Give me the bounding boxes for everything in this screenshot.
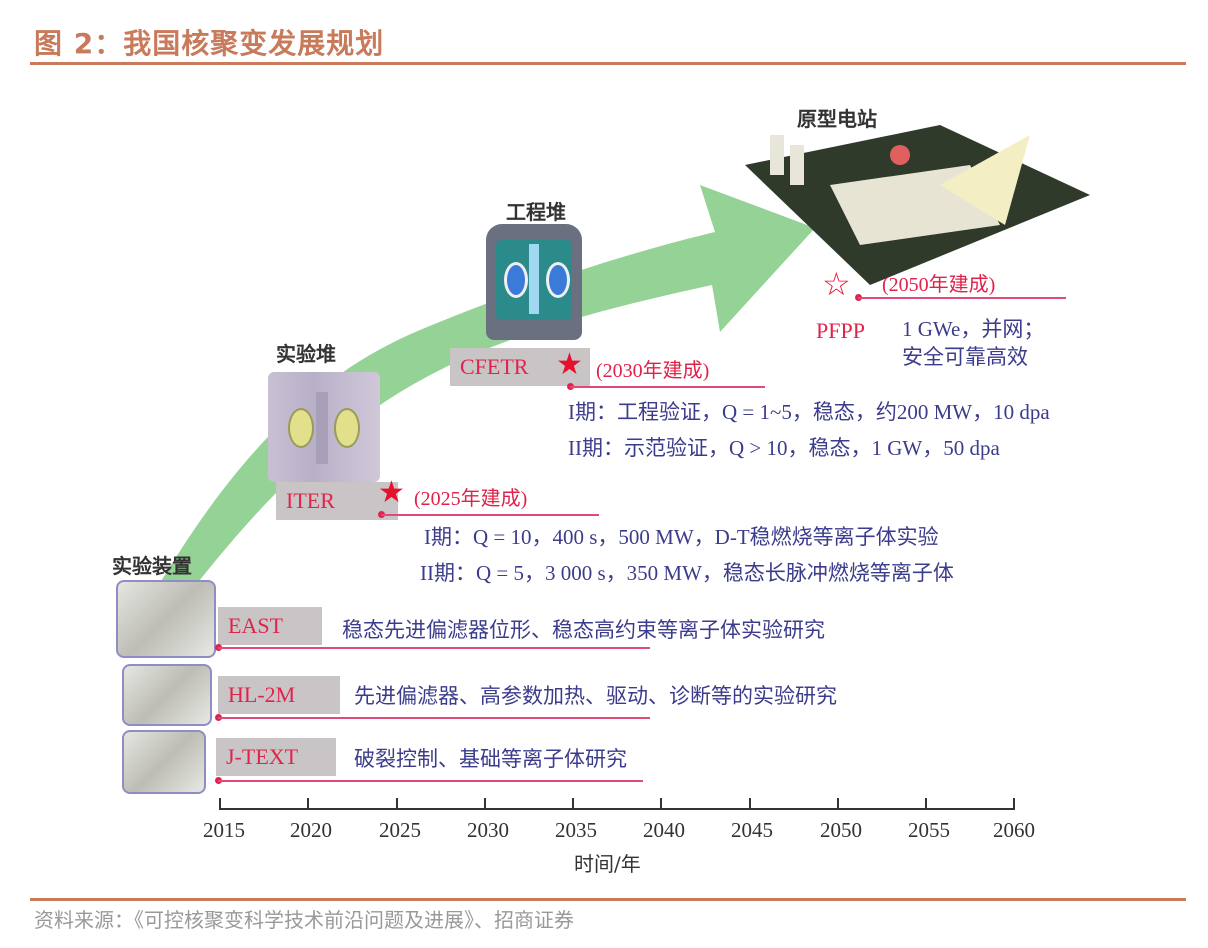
cfetr-phase2: II期：示范验证，Q > 10，稳态，1 GW，50 dpa [568, 436, 1000, 460]
pfpp-tag: PFPP [816, 318, 865, 343]
pfpp-line [858, 297, 1066, 299]
power-plant-image [745, 125, 1090, 285]
pfpp-desc-line2: 安全可靠高效 [902, 345, 1028, 369]
axis-tick-label: 2060 [993, 818, 1035, 842]
hollow-star-icon: ☆ [822, 265, 851, 303]
axis-tick [219, 798, 221, 810]
stage-label-engineering-reactor: 工程堆 [506, 200, 566, 224]
axis-tick-label: 2055 [908, 818, 950, 842]
figure-title: 图 2：我国核聚变发展规划 [34, 27, 385, 60]
pfpp-build-year: (2050年建成) [882, 274, 996, 296]
iter-reactor-image [268, 372, 380, 482]
cfetr-tag: CFETR [450, 348, 590, 386]
axis-tick-label: 2020 [290, 818, 332, 842]
east-line [218, 647, 650, 649]
iter-build-year: (2025年建成) [414, 488, 528, 510]
pfpp-desc-line1: 1 GWe，并网； [902, 317, 1045, 341]
axis-tick-label: 2035 [555, 818, 597, 842]
star-icon: ★ [556, 347, 583, 382]
time-axis [220, 808, 1014, 810]
axis-tick [307, 798, 309, 810]
title-rule [30, 62, 1186, 65]
stage-label-experimental-reactor: 实验堆 [276, 342, 336, 366]
footer-rule [30, 898, 1186, 901]
axis-tick [749, 798, 751, 810]
axis-tick-label: 2040 [643, 818, 685, 842]
iter-line [381, 514, 599, 516]
axis-tick [925, 798, 927, 810]
east-tag: EAST [218, 607, 322, 645]
axis-tick [837, 798, 839, 810]
source-note: 资料来源：《可控核聚变科学技术前沿问题及进展》、招商证券 [34, 908, 574, 932]
iter-phase1: I期：Q = 10，400 s，500 MW，D-T稳燃烧等离子体实验 [424, 525, 939, 549]
iter-tag: ITER [276, 482, 398, 520]
cfetr-reactor-image [486, 224, 582, 340]
iter-phase2: II期：Q = 5，3 000 s，350 MW，稳态长脉冲燃烧等离子体 [420, 561, 954, 585]
hl2m-device-image [122, 664, 212, 726]
cfetr-build-year: (2030年建成) [596, 360, 710, 382]
axis-tick-label: 2045 [731, 818, 773, 842]
axis-tick [572, 798, 574, 810]
jtext-device-image [122, 730, 206, 794]
axis-tick [396, 798, 398, 810]
stage-label-prototype-plant: 原型电站 [797, 107, 877, 131]
axis-tick-label: 2025 [379, 818, 421, 842]
axis-tick-label: 2050 [820, 818, 862, 842]
jtext-tag: J-TEXT [216, 738, 336, 776]
hl2m-line [218, 717, 650, 719]
axis-title: 时间/年 [574, 852, 641, 876]
cfetr-phase1: I期：工程验证，Q = 1~5，稳态，约200 MW，10 dpa [568, 400, 1050, 424]
east-device-image [116, 580, 216, 658]
star-icon: ★ [378, 475, 405, 510]
jtext-line [218, 780, 643, 782]
hl2m-tag: HL-2M [218, 676, 340, 714]
axis-tick-label: 2030 [467, 818, 509, 842]
axis-tick [1013, 798, 1015, 810]
cfetr-line [570, 386, 765, 388]
axis-tick-label: 2015 [203, 818, 245, 842]
east-desc: 稳态先进偏滤器位形、稳态高约束等离子体实验研究 [342, 618, 825, 642]
stage-label-devices: 实验装置 [112, 554, 192, 578]
axis-tick [484, 798, 486, 810]
hl2m-desc: 先进偏滤器、高参数加热、驱动、诊断等的实验研究 [354, 684, 837, 708]
axis-tick [660, 798, 662, 810]
jtext-desc: 破裂控制、基础等离子体研究 [354, 747, 627, 771]
